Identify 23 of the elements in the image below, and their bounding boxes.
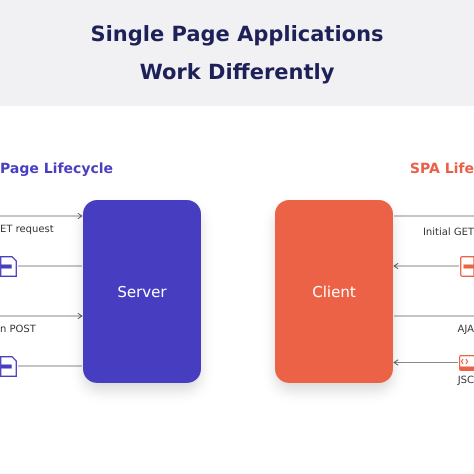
arrow xyxy=(0,312,82,320)
connector-line xyxy=(394,315,474,317)
arrow xyxy=(394,262,459,270)
step-label: ET request xyxy=(0,224,54,235)
section-heading: Page Lifecycle xyxy=(0,161,114,177)
step-label: Initial GET xyxy=(422,227,474,238)
box-label: Server xyxy=(117,282,167,300)
document-icon xyxy=(0,356,17,377)
arrow xyxy=(0,212,82,220)
connector-line xyxy=(18,365,82,367)
arrow xyxy=(394,359,458,366)
document-icon xyxy=(0,256,17,277)
step-label: AJA xyxy=(458,324,474,335)
document-icon xyxy=(460,256,474,277)
rounded-box xyxy=(83,200,201,383)
title: Single Page Applications Work Differently xyxy=(89,21,385,86)
code-file-icon xyxy=(459,355,474,371)
box-label: Client xyxy=(312,282,356,300)
connector-line xyxy=(394,215,474,217)
connector-line xyxy=(18,265,82,267)
step-label: n POST xyxy=(0,324,36,335)
section-heading: SPA Life xyxy=(410,161,474,177)
rounded-box xyxy=(275,200,393,383)
